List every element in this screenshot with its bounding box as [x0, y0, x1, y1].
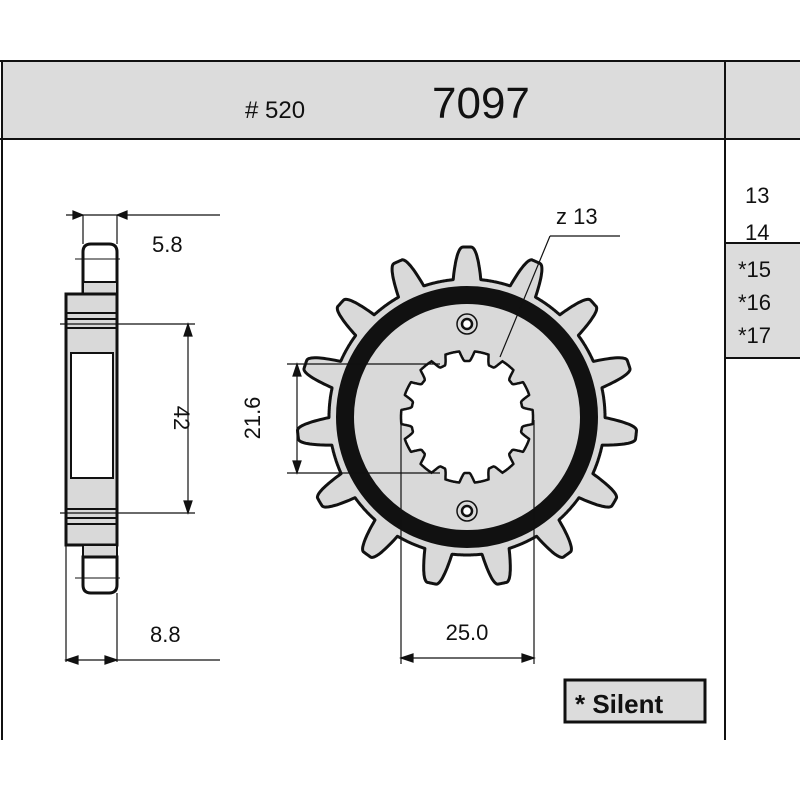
spline-minor-label: 21.6	[240, 397, 265, 440]
pitch-label: # 520	[245, 97, 305, 124]
size-14: 14	[745, 220, 769, 245]
dimension-spline-major	[399, 420, 536, 664]
dimension-tooth-width	[66, 210, 220, 244]
size-17: *17	[738, 323, 771, 348]
hub-width-label: 8.8	[150, 622, 181, 647]
bolt-hole-ring	[456, 500, 478, 522]
header-band	[2, 61, 800, 139]
dimension-hub-width	[64, 545, 220, 665]
size-15: *15	[738, 257, 771, 282]
bolt-hole-ring	[456, 313, 478, 335]
dimension-spline-minor	[287, 362, 440, 475]
tooth-width-label: 5.8	[152, 232, 183, 257]
size-13: 13	[745, 183, 769, 208]
side-view	[64, 242, 120, 595]
silent-legend-box	[563, 678, 707, 724]
front-view	[296, 245, 638, 586]
silent-sizes-box	[724, 242, 800, 359]
bolt-hole	[460, 317, 474, 331]
silent-legend-label: * Silent	[575, 689, 663, 719]
bolt-spacing-label: 42	[169, 406, 194, 430]
teeth-count-label: z 13	[556, 204, 598, 229]
bolt-hole	[460, 504, 474, 518]
part-number: 7097	[432, 79, 530, 128]
spline-hole	[399, 350, 535, 484]
size-16: *16	[738, 290, 771, 315]
dimension-bolt-spacing	[60, 322, 195, 515]
silent-rubber-ring	[336, 286, 598, 548]
spline-major-label: 25.0	[446, 620, 489, 645]
teeth-leader	[499, 235, 620, 358]
